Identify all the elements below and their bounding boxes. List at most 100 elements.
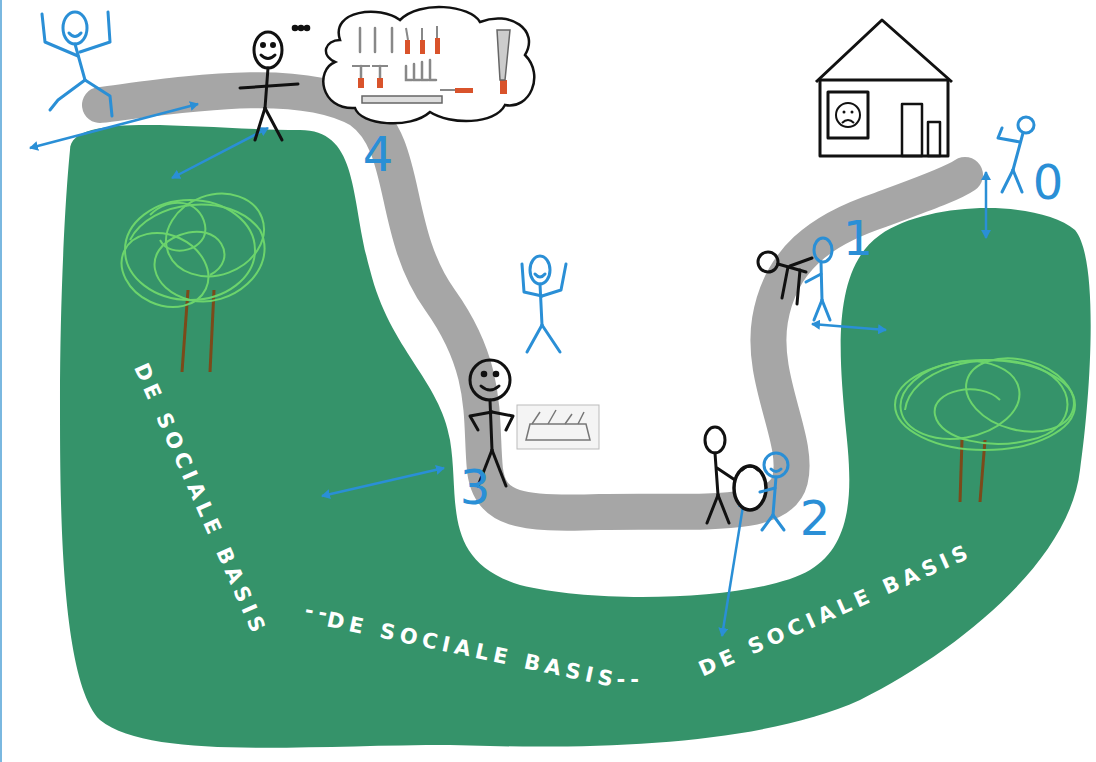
stick-figure [707,495,718,523]
tree [894,352,1025,448]
thought-cloud [359,28,362,52]
stick-figure [806,238,832,320]
tree [905,360,1068,444]
stick-figure [814,300,822,320]
tree [130,205,265,302]
thought-cloud [430,60,436,80]
stick-figure [261,55,275,59]
link-arrow [985,172,988,238]
stick-figure [305,26,309,30]
band-text: -- [617,668,644,692]
house [828,92,868,138]
stick-figure [806,274,821,282]
thought-cloud [352,26,455,90]
stick-figure [998,117,1034,192]
stick-figure [542,264,566,296]
house [820,80,948,156]
stick-figure [265,108,282,140]
stick-figure [470,412,492,430]
callout-number: 3 [460,463,491,511]
stick-figure [1002,170,1013,192]
thought-cloud [406,28,408,40]
tree [894,347,1082,450]
stick-figure [734,466,766,510]
thought-cloud [358,78,364,88]
tree [182,290,188,372]
tree [125,200,255,300]
house [851,111,854,114]
thought-cloud [372,65,388,67]
callout-number: 2 [800,494,831,542]
stick-figure [821,262,822,300]
stick-figure [814,238,832,262]
stick-figure [240,84,298,88]
stick-figure [758,252,778,272]
thought-cloud [360,66,363,80]
link-arrow [30,104,198,148]
thought-cloud [377,78,383,88]
link-arrow [322,468,444,496]
house [836,103,860,127]
toolbox-image [517,405,599,449]
thought-cloud [379,66,382,80]
stick-figure [293,26,297,30]
stick-figure [492,450,506,486]
band-shape [60,125,1091,748]
stick-figure [262,44,265,47]
thought-cloud [414,64,420,80]
link-arrow [30,104,986,636]
stick-figure [705,427,725,453]
thought-cloud [406,66,412,80]
stick-figure [717,468,735,480]
thought-cloud [420,40,425,54]
tree [150,203,205,251]
stick-figure [760,453,788,530]
stick-figure [771,469,781,472]
stick-figure [790,258,812,266]
stick-figure [42,12,112,116]
thought-cloud [436,26,438,38]
stick-figure [240,26,309,140]
stick-figure [272,44,275,47]
thought-cloud [358,38,507,94]
stick-figure [265,68,268,108]
thought-cloud [497,30,510,80]
stick-figure [773,477,776,515]
stick-figure [254,32,282,68]
stick-figure [522,264,542,296]
link-arrow [172,128,268,178]
stick-figure [494,372,498,376]
tree [109,180,1082,502]
tree [210,290,214,372]
toolbox-image [517,405,599,449]
stick-figure [42,14,78,56]
stick-figure [1013,133,1023,170]
thought-cloud [362,96,442,103]
stick-figure [742,466,758,470]
thought-cloud [374,28,377,52]
thought-cloud [422,62,428,80]
stick-figure [63,12,87,44]
thought-cloud [440,89,455,91]
stick-figure [705,427,766,523]
stick-figure [80,12,110,52]
stick-figure [715,453,718,495]
toolbox-image [526,424,590,440]
stick-figure [822,300,830,320]
house [902,104,922,156]
stick-figure [255,108,265,140]
house [928,122,940,156]
link-arrow [812,324,886,330]
thought-cloud [352,65,370,67]
stick-figure [530,256,550,284]
stick-figure [797,270,800,304]
callout-number: 0 [1033,158,1064,206]
house [843,111,846,114]
stick-figure [1013,170,1022,192]
stick-figure [760,488,775,492]
stick-figure [535,274,545,277]
stick-figure [773,515,784,530]
stick-figure [481,386,499,390]
stick-figure [50,80,85,110]
